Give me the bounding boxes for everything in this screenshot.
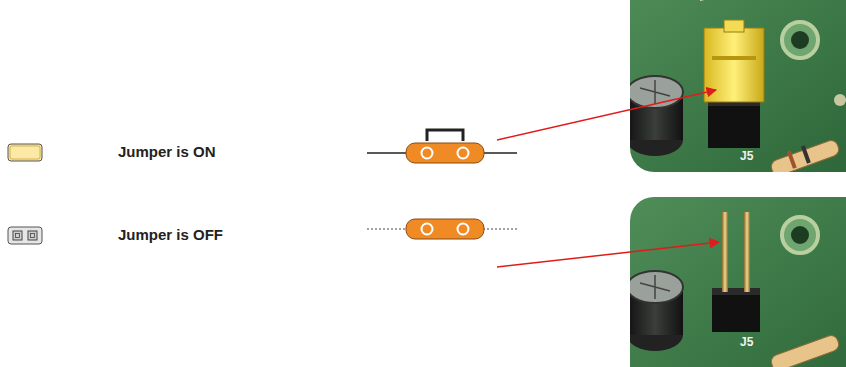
photo-jumper-off (630, 197, 846, 367)
silkscreen-label: J5 (740, 150, 753, 163)
leader-line (497, 90, 716, 140)
jumper-on-icon (8, 144, 42, 161)
jumper-on-symbol (367, 130, 517, 163)
silkscreen-label: J5 (740, 336, 753, 349)
jumper-state-label: Jumper is OFF (118, 227, 223, 244)
photo-jumper-on (630, 0, 846, 172)
leader-line (497, 242, 719, 267)
jumper-state-label: Jumper is ON (118, 144, 216, 161)
jumper-off-icon (8, 227, 42, 244)
jumper-off-symbol (367, 219, 517, 239)
